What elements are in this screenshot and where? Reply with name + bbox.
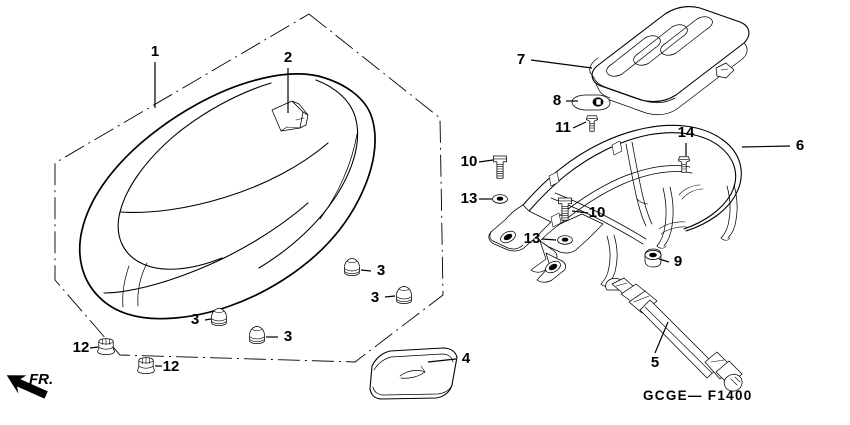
- flange-nut: [97, 338, 115, 355]
- callout-14[interactable]: 14: [678, 124, 695, 141]
- seat-strap-hook: [271, 100, 309, 132]
- clip-nut: [571, 94, 611, 111]
- callout-7[interactable]: 7: [517, 51, 525, 68]
- callout-12b[interactable]: 12: [163, 358, 180, 375]
- grommet: [644, 248, 662, 268]
- front-direction-marker: FR.: [6, 371, 53, 399]
- rear-carrier-frame: [488, 124, 742, 287]
- washer: [557, 235, 573, 245]
- callout-12a[interactable]: 12: [73, 339, 90, 356]
- callout-13a[interactable]: 13: [461, 190, 478, 207]
- front-label: FR.: [29, 371, 53, 388]
- seat-assembly-boundary: [54, 13, 444, 363]
- part-code: GCGE— F1400: [643, 388, 753, 403]
- cap-nut: [249, 326, 265, 344]
- callout-11[interactable]: 11: [555, 119, 571, 136]
- callout-5[interactable]: 5: [651, 354, 659, 371]
- cap-nut: [344, 258, 360, 276]
- carrier-strap: [605, 277, 743, 392]
- callout-3a[interactable]: 3: [377, 262, 385, 279]
- callout-13b[interactable]: 13: [524, 230, 541, 247]
- callout-2[interactable]: 2: [284, 49, 292, 66]
- tool-pouch: [369, 347, 458, 400]
- flange-nut: [137, 357, 155, 374]
- flange-bolt: [678, 156, 690, 173]
- seat-body: [78, 73, 376, 320]
- cap-nut: [396, 286, 412, 304]
- screw-11: [586, 115, 598, 132]
- washer: [492, 194, 508, 204]
- leader-lines: [89, 59, 791, 367]
- callout-numbers: 1 2 3 3 3 3 4 5 6 7 8 9 10 10 11 12 12 1…: [73, 43, 805, 375]
- callout-3b[interactable]: 3: [371, 289, 379, 306]
- cap-nut: [211, 308, 227, 326]
- callout-3d[interactable]: 3: [284, 328, 292, 345]
- callout-4[interactable]: 4: [462, 350, 471, 367]
- callout-9[interactable]: 9: [674, 253, 682, 270]
- callout-6[interactable]: 6: [796, 137, 804, 154]
- callout-10a[interactable]: 10: [461, 153, 478, 170]
- callout-3c[interactable]: 3: [191, 311, 199, 328]
- flange-bolt: [493, 155, 507, 179]
- flange-bolt-14: [678, 156, 690, 173]
- callout-10b[interactable]: 10: [589, 204, 606, 221]
- callout-8[interactable]: 8: [553, 92, 561, 109]
- carrier-plate: [589, 6, 750, 116]
- callout-1[interactable]: 1: [151, 43, 159, 60]
- screw: [586, 115, 598, 132]
